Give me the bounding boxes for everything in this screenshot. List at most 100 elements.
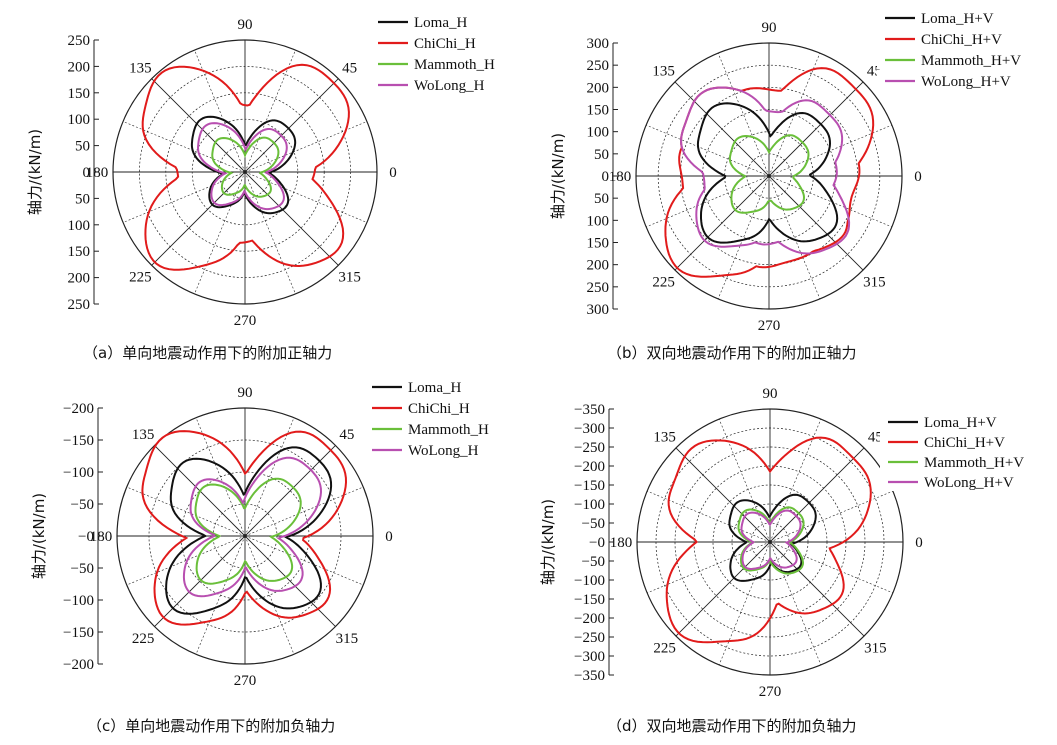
series-chichi-h (141, 63, 350, 271)
grid-spoke (194, 171, 246, 295)
y-axis-label: 轴力/(kN/m) (26, 129, 44, 215)
chart-panel-a: 0459013518022527031525020015010050050100… (26, 11, 520, 329)
y-axis-label: 轴力/(kN/m) (30, 493, 48, 579)
legend-backdrop (880, 431, 1030, 451)
radial-tick-label: 250 (68, 297, 91, 313)
grid-spoke (244, 78, 339, 173)
grid-spoke (768, 175, 864, 271)
series-mammoth-h-v (728, 134, 810, 214)
angle-label: 180 (609, 169, 632, 185)
radial-tick-label: 150 (68, 86, 91, 102)
grid-spoke (244, 171, 339, 266)
radial-tick-label: −100 (63, 593, 94, 609)
angle-label: 45 (868, 430, 883, 446)
grid-spoke (647, 541, 771, 594)
radial-tick-label: 200 (68, 59, 91, 75)
radial-tick-label: −100 (63, 465, 94, 481)
angle-label: 315 (336, 631, 359, 647)
grid-spoke (244, 171, 296, 295)
angle-label: 135 (132, 427, 155, 443)
grid-spoke (154, 535, 246, 627)
radial-tick-label: −200 (574, 611, 605, 627)
grid-spoke (244, 535, 364, 586)
angle-label: 315 (338, 270, 361, 286)
angle-label: 90 (238, 17, 253, 33)
legend-backdrop (364, 418, 514, 438)
radial-tick-label: −100 (574, 497, 605, 513)
grid-spoke (151, 78, 246, 173)
chart-panel-d: 04590135180225270315−350−300−250−200−150… (539, 386, 1030, 700)
grid-spoke (126, 486, 246, 537)
radial-tick-label: −150 (63, 625, 94, 641)
radial-tick-label: −0 (589, 535, 605, 551)
radial-tick-label: −250 (574, 630, 605, 646)
radial-tick-label: 200 (68, 271, 91, 287)
angle-label: 0 (385, 529, 393, 545)
radial-tick-label: 250 (587, 58, 610, 74)
legend-backdrop (370, 53, 520, 73)
legend-entry: Mammoth_H+V (921, 53, 1021, 69)
grid-spoke (675, 447, 771, 543)
radial-tick-label: −50 (71, 561, 94, 577)
legend-entry: Loma_H (414, 15, 467, 31)
legend-entry: ChiChi_H+V (921, 32, 1002, 48)
angle-label: 315 (864, 640, 887, 656)
grid-spoke (718, 419, 771, 543)
radial-tick-label: 250 (68, 33, 91, 49)
grid-spoke (646, 124, 770, 177)
angle-label: 180 (86, 165, 109, 181)
legend-entry: Mammoth_H (414, 57, 495, 73)
radial-tick-label: −350 (574, 668, 605, 684)
radial-tick-label: 300 (587, 36, 610, 52)
caption-b: （b）双向地震动作用下的附加正轴力 (607, 344, 857, 362)
grid-spoke (244, 417, 295, 537)
radial-tick-label: 150 (587, 236, 610, 252)
legend-backdrop (364, 439, 514, 459)
grid-spoke (646, 175, 770, 228)
radial-tick-label: 150 (68, 244, 91, 260)
series-chichi-h-v (665, 436, 872, 644)
grid-spoke (768, 81, 864, 177)
radial-tick-label: 200 (587, 258, 610, 274)
radial-tick-label: −250 (574, 440, 605, 456)
radial-tick-label: 100 (587, 125, 610, 141)
series-chichi-h-v (664, 67, 875, 278)
series-wolong-h (182, 456, 323, 598)
radial-tick-label: 0 (602, 169, 610, 185)
angle-label: 135 (653, 430, 676, 446)
radial-tick-label: −150 (574, 592, 605, 608)
angle-label: 45 (342, 60, 357, 76)
grid-spoke (718, 541, 771, 665)
radial-tick-label: 250 (587, 280, 610, 296)
angle-label: 0 (914, 169, 922, 185)
series-loma-h (190, 115, 297, 215)
angle-label: 315 (863, 274, 886, 290)
legend-backdrop (880, 471, 1030, 491)
grid-spoke (244, 171, 368, 223)
legend-entry: WoLong_H (414, 78, 485, 94)
radial-tick-label: −50 (582, 554, 605, 570)
caption-c: （c）单向地震动作用下的附加负轴力 (87, 717, 336, 735)
angle-label: 135 (652, 64, 675, 80)
angle-label: 225 (653, 640, 676, 656)
legend-backdrop (364, 376, 514, 396)
radial-tick-label: 100 (68, 218, 91, 234)
series-chichi-h (141, 430, 348, 626)
legend-entry: Mammoth_H (408, 422, 489, 438)
legend-entry: WoLong_H (408, 443, 479, 459)
radial-tick-label: −350 (574, 402, 605, 418)
angle-label: 0 (389, 165, 397, 181)
radial-tick-label: 50 (594, 147, 609, 163)
angle-label: 225 (652, 274, 675, 290)
radial-tick-label: −300 (574, 421, 605, 437)
grid-spoke (244, 535, 295, 655)
radial-tick-label: −50 (582, 516, 605, 532)
legend-entry: Loma_H (408, 380, 461, 396)
legend-backdrop (370, 74, 520, 94)
legend-backdrop (370, 32, 520, 52)
grid-spoke (675, 541, 771, 637)
grid-spoke (717, 53, 770, 177)
caption-d: （d）双向地震动作用下的附加负轴力 (607, 717, 857, 735)
